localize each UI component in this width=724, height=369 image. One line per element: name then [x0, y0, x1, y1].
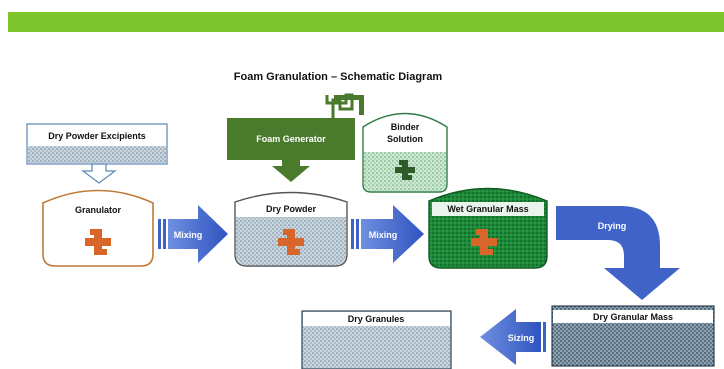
sizing-arrow: Sizing: [480, 309, 546, 365]
mixing-arrow-2: Mixing: [351, 205, 424, 263]
foam-generator: Foam Generator: [227, 93, 364, 182]
binder-solution-label-line1: Binder: [391, 122, 420, 132]
mixing-label-1: Mixing: [174, 230, 203, 240]
binder-solution-tank: Binder Solution: [362, 112, 448, 193]
foam-generator-label: Foam Generator: [256, 134, 326, 144]
wet-mass-impeller-icon: [471, 229, 497, 255]
binder-impeller-icon: [395, 160, 415, 180]
binder-solution-label-line2: Solution: [387, 134, 423, 144]
dry-powder-excipients-box: Dry Powder Excipients: [26, 123, 168, 165]
mixing-label-2: Mixing: [369, 230, 398, 240]
dry-granular-mass-label: Dry Granular Mass: [593, 312, 673, 322]
granulator-vessel: Granulator: [42, 189, 154, 267]
dry-powder-label: Dry Powder: [266, 204, 317, 214]
dry-granules-label: Dry Granules: [348, 314, 405, 324]
dry-granular-mass-box: Dry Granular Mass: [551, 305, 715, 367]
header-bar: [8, 12, 724, 32]
mixing-arrow-1: Mixing: [158, 205, 228, 263]
dry-powder-vessel: Dry Powder: [234, 191, 348, 267]
dry-powder-impeller-icon: [278, 229, 304, 255]
excipients-feed-arrow: [81, 163, 117, 184]
drying-arrow: Drying: [556, 206, 680, 300]
wet-granular-mass-vessel: Wet Granular Mass: [428, 187, 548, 269]
drying-label: Drying: [598, 221, 627, 231]
dry-granules-box: Dry Granules: [301, 310, 452, 369]
diagram-title: Foam Granulation – Schematic Diagram: [234, 71, 443, 83]
dry-powder-excipients-label: Dry Powder Excipients: [48, 131, 146, 141]
sizing-label: Sizing: [508, 333, 535, 343]
wet-granular-mass-label: Wet Granular Mass: [447, 204, 528, 214]
granulator-label: Granulator: [75, 205, 122, 215]
granulator-impeller-icon: [85, 229, 111, 255]
